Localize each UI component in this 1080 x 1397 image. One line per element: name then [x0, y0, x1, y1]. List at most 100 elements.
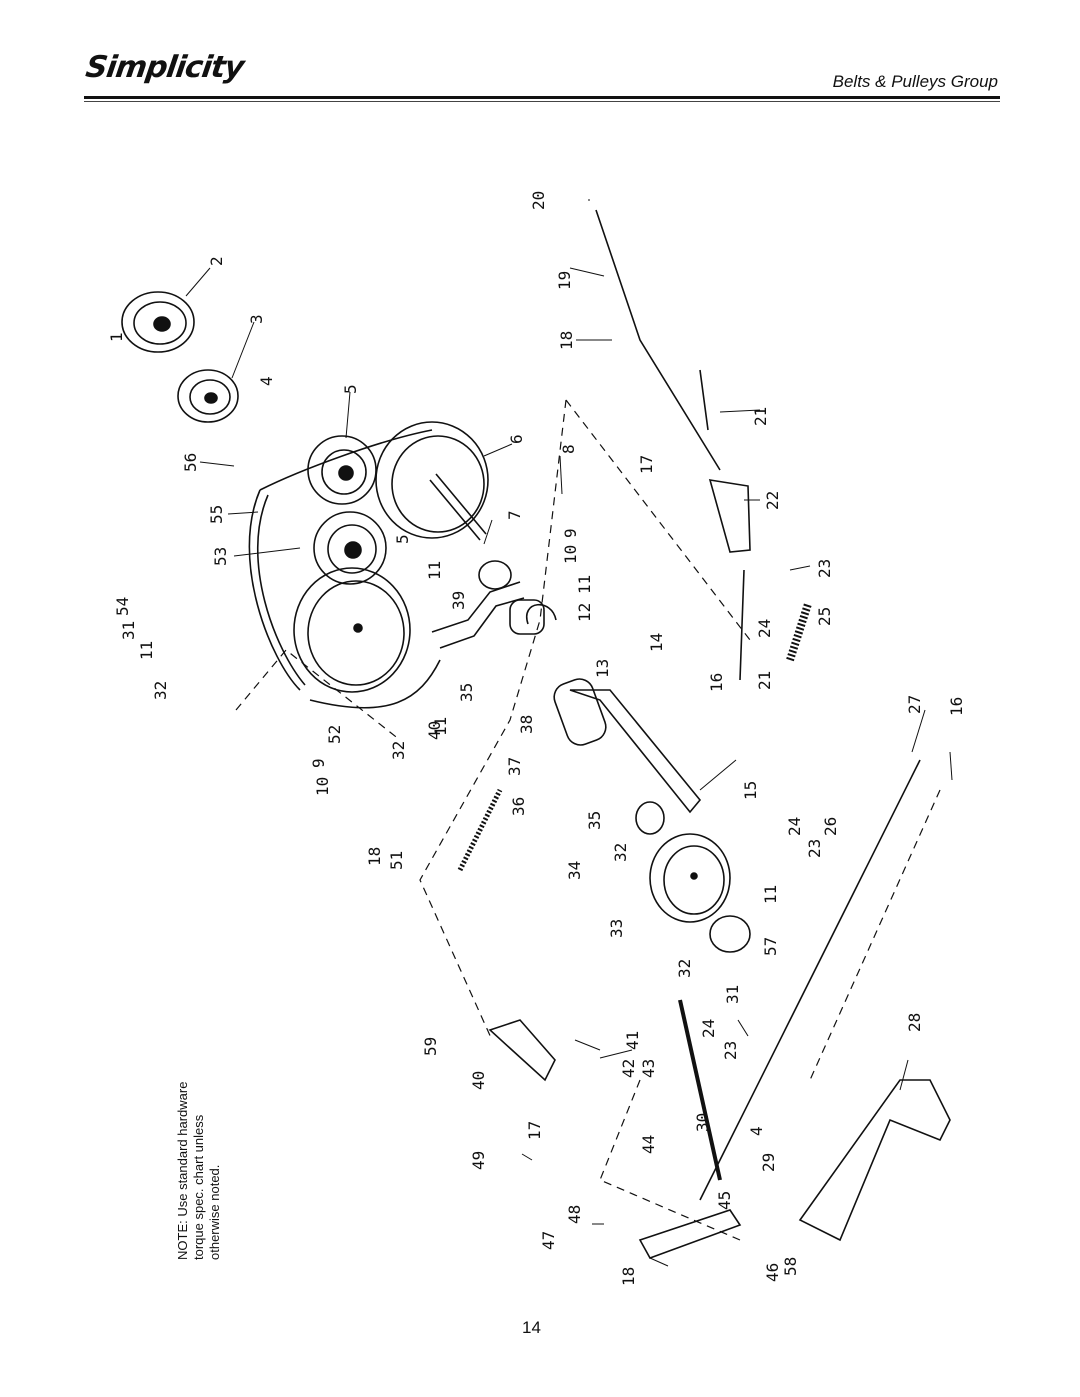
shaft-7	[429, 473, 487, 541]
hardware-note: NOTE: Use standard hardware torque spec.…	[175, 1000, 223, 1260]
callout-25: 25	[815, 607, 834, 626]
callout-20: 20	[529, 191, 548, 210]
callout-16b: 16	[947, 697, 966, 716]
callout-11b: 11	[575, 575, 594, 594]
callout-26: 26	[821, 817, 840, 836]
callout-24c: 24	[699, 1019, 718, 1038]
group-title: Belts & Pulleys Group	[832, 72, 998, 91]
callout-51: 51	[387, 851, 406, 870]
callout-40: 40	[425, 721, 444, 740]
spring-25	[786, 602, 812, 662]
callout-21b: 21	[755, 671, 774, 690]
bracket-59	[488, 1019, 556, 1082]
callout-34: 34	[565, 861, 584, 880]
pulley-33	[649, 833, 731, 923]
callout-29: 29	[759, 1153, 778, 1172]
callout-6: 6	[507, 434, 526, 444]
bracket-39	[431, 581, 525, 649]
callout-52: 52	[325, 725, 344, 744]
pulley-2	[121, 291, 195, 353]
callout-19: 19	[555, 271, 574, 290]
callout-37: 37	[505, 757, 524, 776]
note-line-2: torque spec. chart unless	[191, 1114, 206, 1260]
callout-18b: 18	[365, 847, 384, 866]
callout-32b: 32	[675, 959, 694, 978]
callout-53: 53	[211, 547, 230, 566]
callout-24b: 24	[755, 619, 774, 638]
callout-31b: 31	[119, 621, 138, 640]
header-rule-thin	[84, 101, 1000, 102]
pulley-3	[177, 369, 239, 423]
callout-13: 13	[593, 659, 612, 678]
callout-11c: 11	[761, 885, 780, 904]
callout-30: 30	[693, 1113, 712, 1132]
callout-36: 36	[509, 797, 528, 816]
callout-4: 4	[257, 376, 276, 386]
pulley-52	[293, 567, 411, 693]
callout-14: 14	[647, 633, 666, 652]
callout-32d: 32	[389, 741, 408, 760]
callout-41: 41	[623, 1031, 642, 1050]
callout-32: 32	[611, 843, 630, 862]
callout-48: 48	[565, 1205, 584, 1224]
callout-35: 35	[457, 683, 476, 702]
callout-58: 58	[781, 1257, 800, 1276]
callout-43: 43	[639, 1059, 658, 1078]
callout-10b: 10	[313, 777, 332, 796]
callout-31: 31	[723, 985, 742, 1004]
callout-15: 15	[741, 781, 760, 800]
callout-3: 3	[247, 314, 266, 324]
bracket-22	[708, 479, 751, 553]
callout-38: 38	[517, 715, 536, 734]
callout-49: 49	[469, 1151, 488, 1170]
rod-19	[595, 209, 721, 471]
callout-22: 22	[763, 491, 782, 510]
callout-28: 28	[905, 1013, 924, 1032]
callout-18c: 18	[619, 1267, 638, 1286]
callout-1: 1	[107, 332, 126, 342]
callout-33: 33	[607, 919, 626, 938]
callout-39: 39	[449, 591, 468, 610]
callout-23: 23	[805, 839, 824, 858]
bracket-28	[798, 1079, 951, 1242]
belt-55	[248, 429, 441, 709]
callout-46: 46	[763, 1263, 782, 1282]
callout-47: 47	[539, 1231, 558, 1250]
callout-17: 17	[637, 455, 656, 474]
callout-59: 59	[421, 1037, 440, 1056]
callout-57: 57	[761, 937, 780, 956]
callout-32c: 32	[151, 681, 170, 700]
callout-23b: 23	[815, 559, 834, 578]
rod-21	[699, 369, 745, 681]
exploded-parts-diagram: 1 2 3 4 5 6 7 8 5 11 9 10 11 12 13 14 39…	[107, 191, 966, 1286]
bracket-46	[638, 1209, 742, 1259]
callout-9: 9	[561, 528, 580, 538]
callout-45: 45	[715, 1191, 734, 1210]
pulley-5b	[313, 511, 387, 585]
arm-15	[569, 689, 702, 814]
callout-18: 18	[557, 331, 576, 350]
callout-54: 54	[113, 597, 132, 616]
spring-44	[678, 999, 722, 1181]
header-rule	[84, 96, 1000, 99]
callout-10: 10	[561, 545, 580, 564]
callout-55: 55	[207, 505, 226, 524]
callout-16: 16	[707, 673, 726, 692]
callout-42: 42	[619, 1059, 638, 1078]
callout-9b: 9	[309, 758, 328, 768]
callout-21: 21	[751, 407, 770, 426]
callout-44: 44	[639, 1135, 658, 1154]
callout-5: 5	[341, 384, 360, 394]
note-line-3: otherwise noted.	[207, 1164, 222, 1260]
callout-56: 56	[181, 453, 200, 472]
pulley-6	[375, 421, 489, 539]
callout-8: 8	[559, 444, 578, 454]
callout-12: 12	[575, 603, 594, 622]
brand-logo: Simplicity	[83, 50, 246, 85]
callout-4b: 4	[747, 1126, 766, 1136]
callout-35b: 35	[585, 811, 604, 830]
pulley-5	[307, 435, 377, 505]
callout-23c: 23	[721, 1041, 740, 1060]
callout-17b: 17	[525, 1121, 544, 1140]
rod-27	[699, 759, 921, 1201]
